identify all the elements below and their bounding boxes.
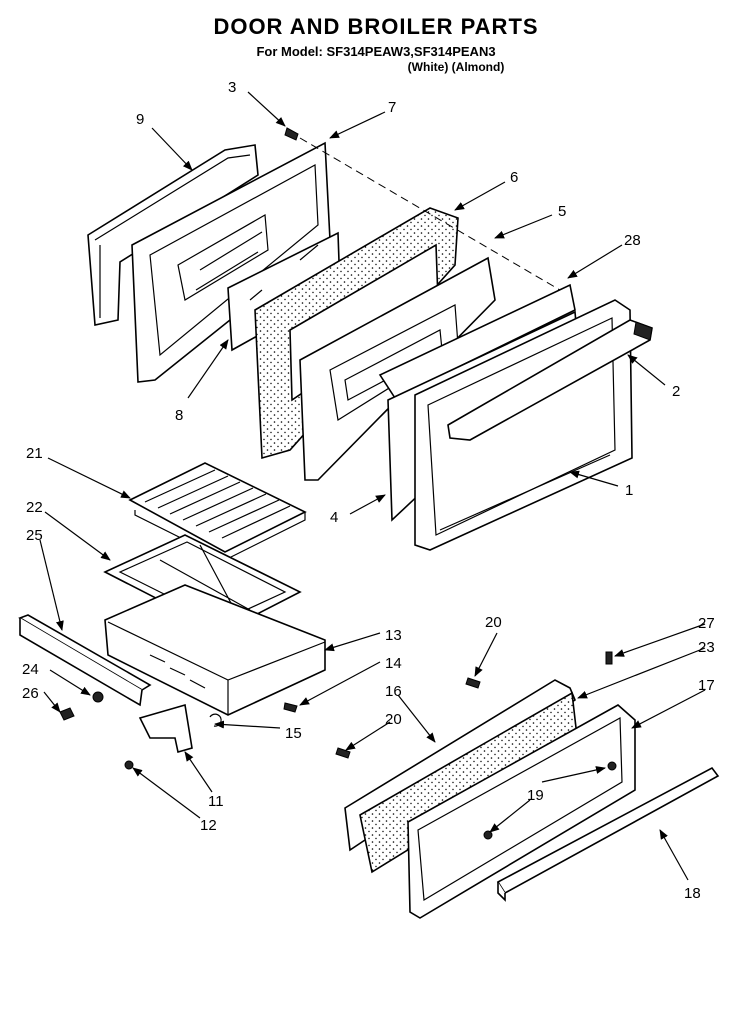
callout-8: 8: [175, 407, 183, 424]
callout-1: 1: [625, 482, 633, 499]
door-handle: [447, 319, 653, 441]
callout-7: 7: [388, 99, 396, 116]
callout-5: 5: [558, 203, 566, 220]
broiler-door-screws: [335, 651, 613, 759]
callout-20-left: 20: [385, 711, 402, 728]
callout-19: 19: [527, 787, 544, 804]
model-colors: (White) (Almond): [407, 60, 505, 74]
callout-26: 26: [22, 685, 39, 702]
callout-11: 11: [208, 793, 224, 810]
callout-18: 18: [684, 885, 701, 902]
callout-24: 24: [22, 661, 39, 678]
broiler-grid: [128, 462, 307, 561]
callout-3: 3: [228, 79, 236, 96]
callout-4: 4: [330, 509, 338, 526]
model-numbers: For Model: SF314PEAW3,SF314PEAN3: [256, 44, 496, 59]
broiler-bracket: [138, 703, 193, 754]
leader-lines: [39, 91, 706, 881]
door-screw: [284, 127, 299, 141]
callout-9: 9: [136, 111, 144, 128]
broiler-drawer: [104, 584, 326, 716]
broiler-slide-rail: [18, 614, 152, 707]
callout-12: 12: [200, 817, 217, 834]
small-fasteners: [59, 691, 298, 770]
broiler-door-front: [407, 704, 636, 919]
callout-28: 28: [624, 232, 641, 249]
broiler-door-trim: [496, 766, 720, 902]
callout-20-top: 20: [485, 614, 502, 631]
callout-21: 21: [26, 445, 43, 462]
callout-6: 6: [510, 169, 518, 186]
callout-27: 27: [698, 615, 715, 632]
callout-13: 13: [385, 627, 402, 644]
callout-16: 16: [385, 683, 402, 700]
callout-22: 22: [26, 499, 43, 516]
callout-numbers: 1 2 3 4 5 6 7 8 9 11 12 13 14 15 16 17 1…: [22, 79, 715, 902]
callout-15: 15: [285, 725, 302, 742]
callout-14: 14: [385, 655, 402, 672]
callout-23: 23: [698, 639, 715, 656]
page-title: DOOR AND BROILER PARTS: [213, 14, 539, 39]
callout-25: 25: [26, 527, 43, 544]
callout-17: 17: [698, 677, 715, 694]
callout-2: 2: [672, 383, 680, 400]
